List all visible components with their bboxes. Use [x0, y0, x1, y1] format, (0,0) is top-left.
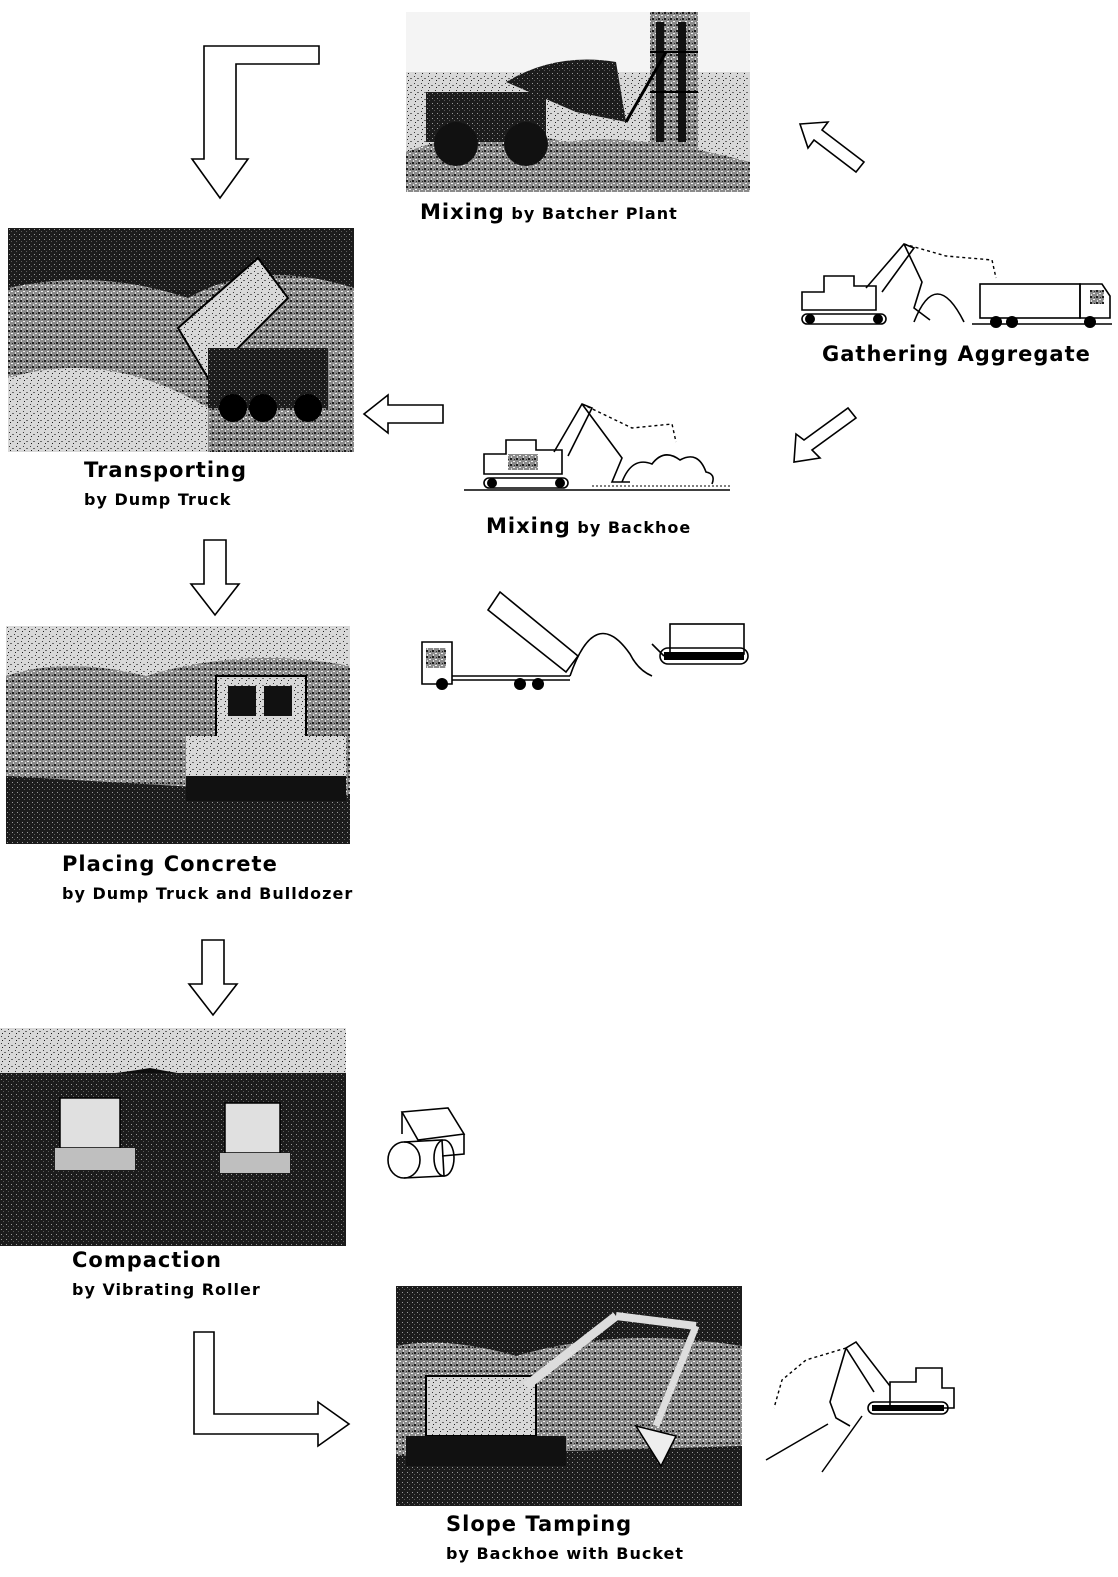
arrow-icon: [192, 1330, 352, 1460]
arrow-icon: [188, 538, 242, 618]
transporting-title: Transporting: [84, 458, 247, 482]
arrow-icon: [790, 404, 862, 466]
step-subtitle: by Backhoe: [577, 518, 691, 537]
placing-subtitle: by Dump Truck and Bulldozer: [62, 884, 353, 903]
step-subtitle: by Batcher Plant: [511, 204, 677, 223]
mixing-plant-label: Mixing by Batcher Plant: [420, 200, 678, 224]
batcher-plant-photo: [406, 12, 750, 192]
excavator-icon: [796, 236, 1114, 336]
slope-title: Slope Tamping: [446, 1512, 632, 1536]
arrow-icon: [188, 44, 322, 202]
arrow-icon: [796, 118, 868, 176]
excavator-icon: [766, 1336, 958, 1476]
compaction-title: Compaction: [72, 1248, 222, 1272]
backhoe-icon: [462, 398, 734, 498]
placing-title: Placing Concrete: [62, 852, 278, 876]
arrow-icon: [186, 938, 240, 1018]
gathering-aggregate-label: Gathering Aggregate: [822, 342, 1091, 366]
mixing-backhoe-label: Mixing by Backhoe: [486, 514, 691, 538]
step-title: Mixing: [486, 514, 571, 538]
arrow-icon: [362, 392, 446, 436]
compaction-photo: [0, 1028, 346, 1246]
slope-tamping-photo: [396, 1286, 742, 1506]
dump-truck-icon: [420, 584, 754, 696]
transporting-photo: [8, 228, 354, 452]
placing-concrete-photo: [6, 626, 350, 844]
transporting-subtitle: by Dump Truck: [84, 490, 231, 509]
step-title: Mixing: [420, 200, 505, 224]
slope-subtitle: by Backhoe with Bucket: [446, 1544, 684, 1563]
compaction-subtitle: by Vibrating Roller: [72, 1280, 261, 1299]
roller-icon: [382, 1102, 470, 1186]
